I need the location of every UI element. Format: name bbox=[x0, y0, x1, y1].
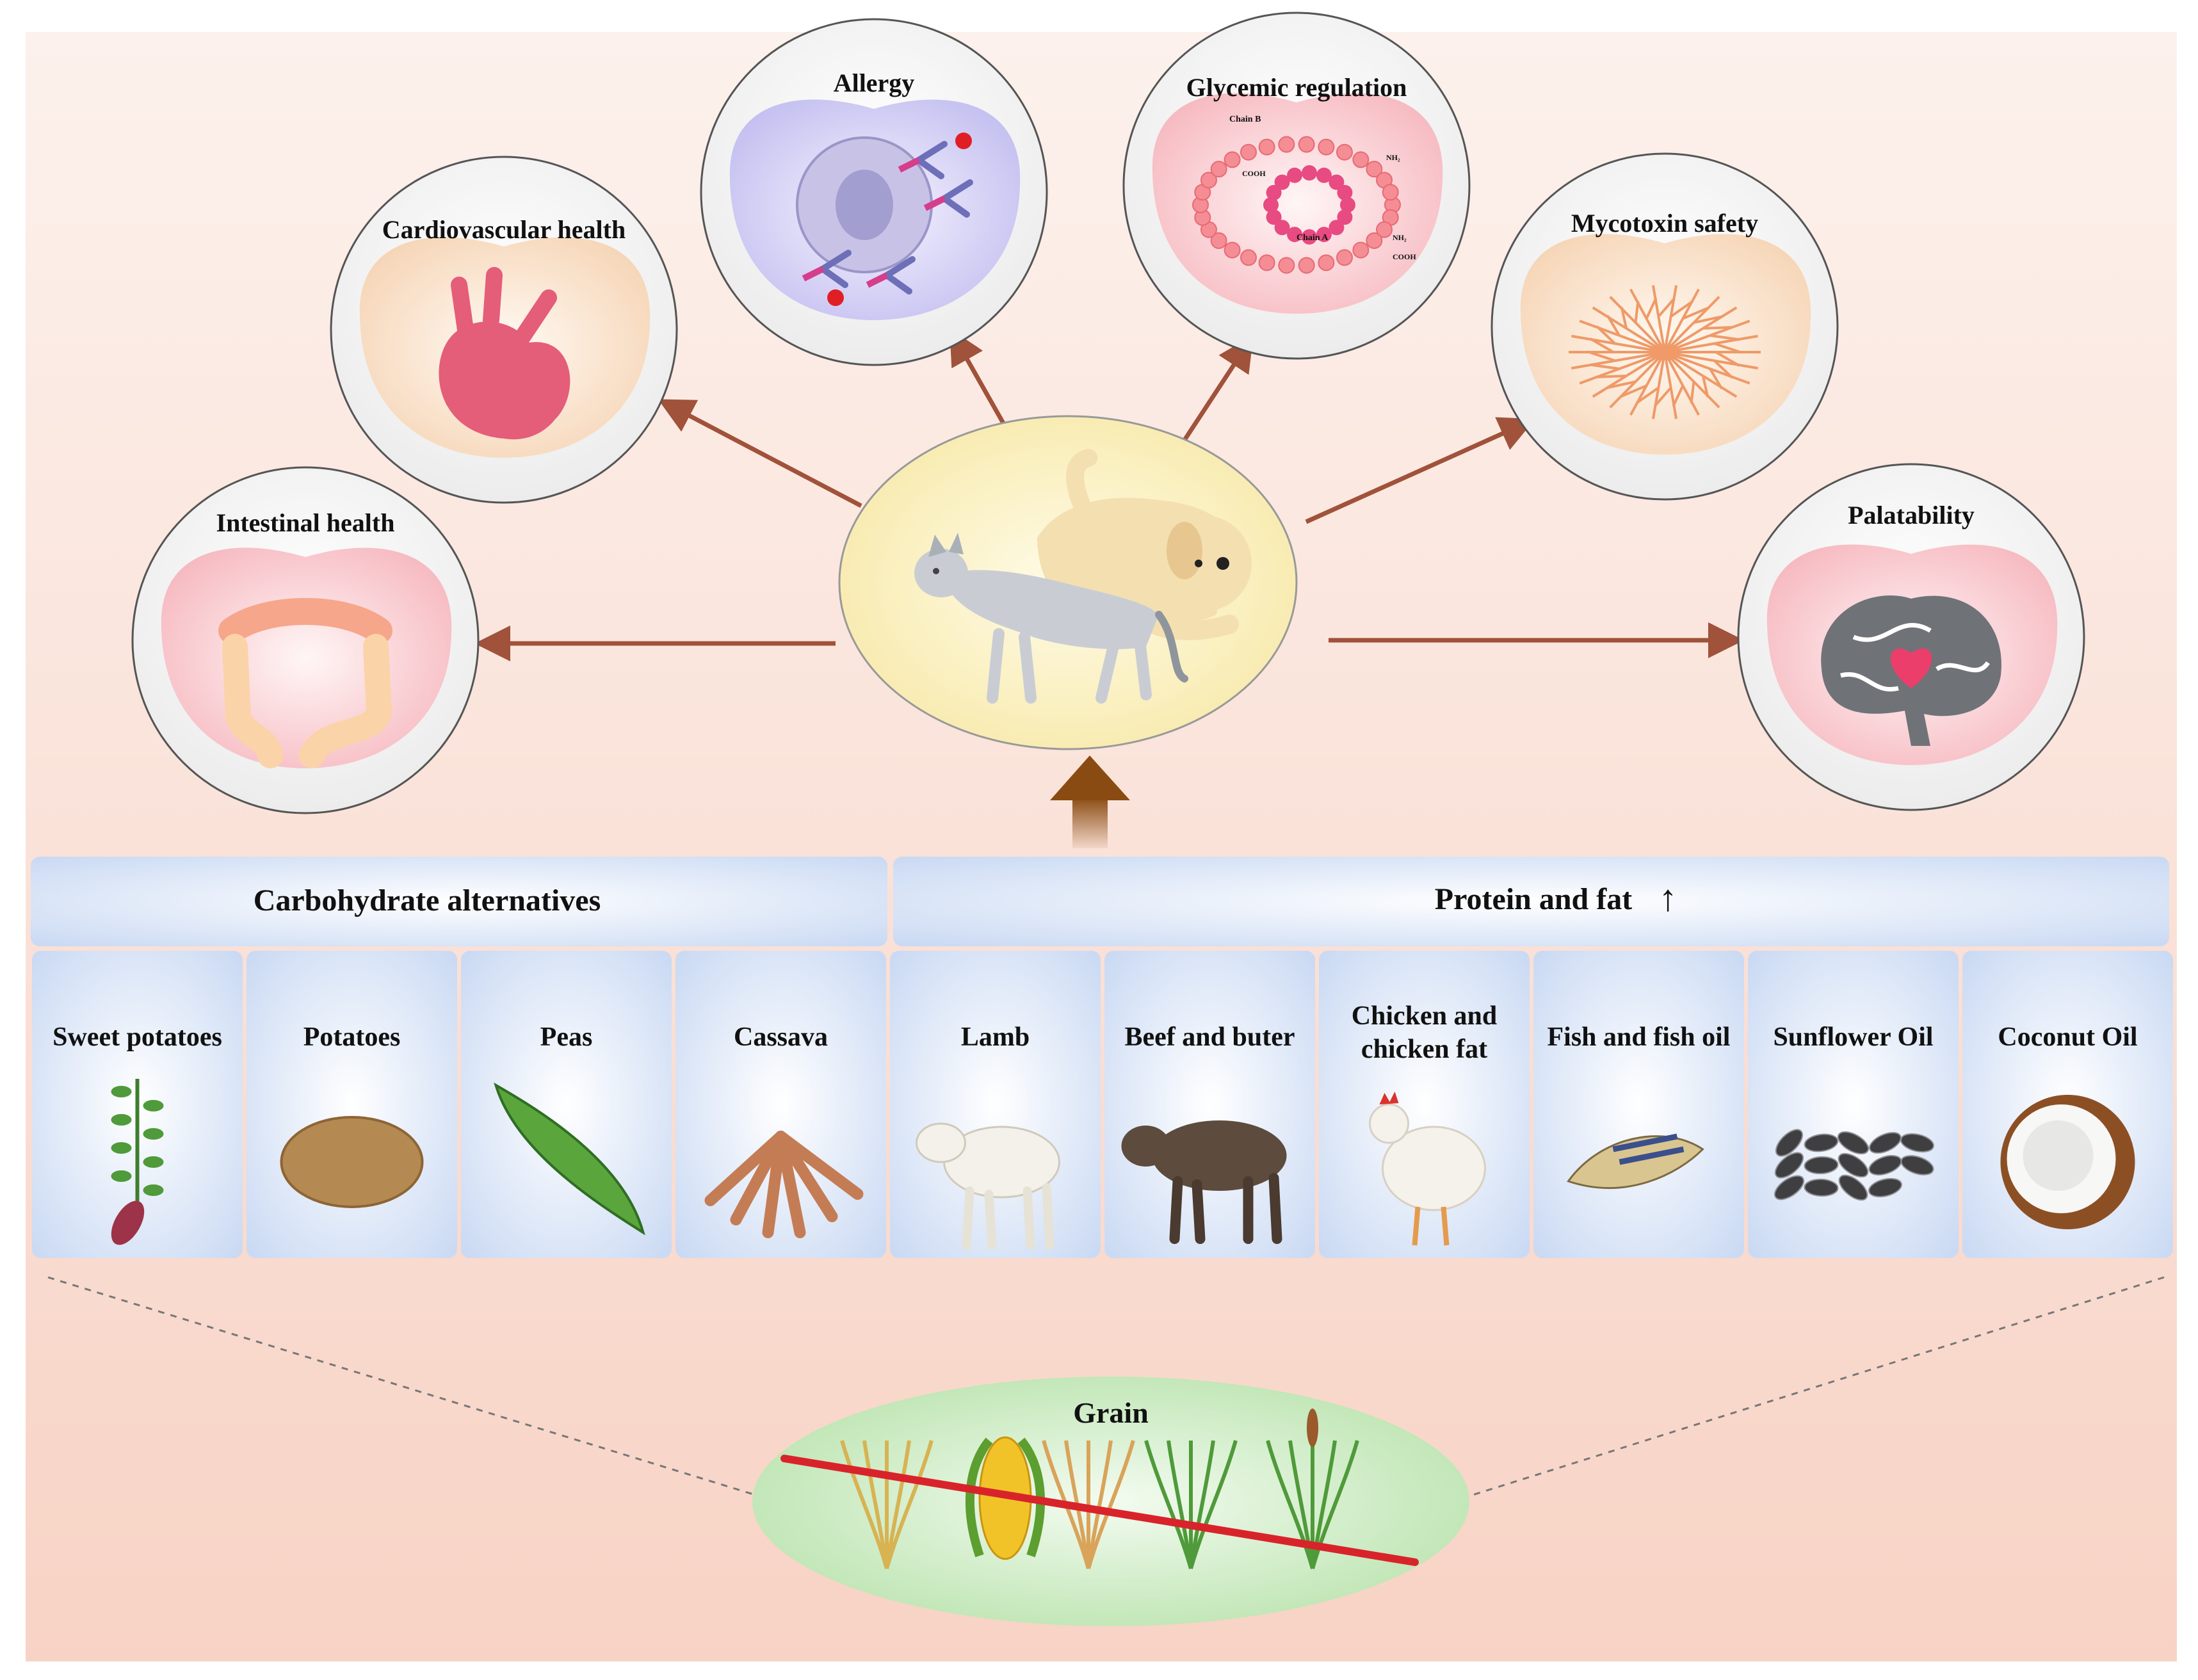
ingredient-card: Coconut Oil bbox=[1962, 951, 2173, 1258]
brain-heart-icon bbox=[1821, 595, 2001, 746]
ingredient-card: Potatoes bbox=[246, 951, 457, 1258]
rice-icon bbox=[840, 1440, 933, 1569]
carbohydrate-title: Carbohydrate alternatives bbox=[254, 884, 601, 917]
lamb-icon bbox=[916, 1122, 1060, 1250]
fish-icon bbox=[1567, 1133, 1704, 1189]
sunflower-seeds-icon bbox=[1774, 1129, 1935, 1201]
dotted-line-right bbox=[1472, 1276, 2165, 1496]
increase-arrow: ↑ bbox=[1659, 877, 1677, 919]
intestinal-label: Intestinal health bbox=[216, 508, 395, 537]
center-pets bbox=[838, 415, 1298, 750]
chicken-icon bbox=[1369, 1092, 1486, 1246]
ingredient-label: Lamb bbox=[961, 1022, 1030, 1052]
ingredient-label: Fish and fish oil bbox=[1547, 1022, 1731, 1052]
arrow-to-cardio bbox=[658, 399, 862, 508]
health-outcomes: Intestinal health Cardiovascular health Al… bbox=[131, 12, 2085, 814]
ingredient-card: Beef and buter bbox=[1104, 951, 1315, 1258]
ingredient-card: Chicken and chicken fat bbox=[1319, 951, 1530, 1258]
grain-label: Grain bbox=[1073, 1396, 1149, 1429]
outcome-intestinal: Intestinal health bbox=[131, 466, 480, 814]
cardio-label: Cardiovascular health bbox=[382, 215, 626, 244]
protein-header bbox=[893, 857, 2169, 946]
ingredient-card: Cassava bbox=[675, 951, 886, 1258]
ingredient-label: Beef and buter bbox=[1125, 1022, 1295, 1052]
ingredient-label: Cassava bbox=[734, 1022, 828, 1052]
ingredient-label: Chicken and bbox=[1352, 1001, 1498, 1031]
svg-text:NH₂: NH₂ bbox=[1386, 153, 1400, 162]
ingredient-label: Peas bbox=[540, 1022, 593, 1052]
ingredient-card: Fish and fish oil bbox=[1533, 951, 1744, 1258]
ingredient-label: chicken fat bbox=[1361, 1035, 1487, 1064]
mycotoxin-label: Mycotoxin safety bbox=[1571, 209, 1758, 238]
svg-text:COOH: COOH bbox=[1393, 252, 1416, 261]
glycemic-label: Glycemic regulation bbox=[1186, 73, 1407, 102]
potato-icon bbox=[280, 1116, 424, 1208]
arrow-to-mycotoxin bbox=[1305, 417, 1535, 524]
ingredient-panels: Sweet potatoes Potatoes Peas Cassava Lamb Bee… bbox=[32, 951, 2173, 1258]
outcome-palatability: Palatability bbox=[1737, 463, 2085, 811]
protein-title: Protein and fat bbox=[1435, 882, 1632, 916]
insulin-chain-icon: Chain B Chain A COOH NH₂ NH₂ COOH bbox=[1192, 115, 1416, 274]
mold-hyphae-icon bbox=[1569, 285, 1761, 419]
arrow-to-allergy bbox=[950, 328, 1011, 433]
sweet-potato-plant-icon bbox=[111, 1079, 164, 1245]
category-headers: Carbohydrate alternatives Protein and fa… bbox=[31, 857, 2169, 946]
outcome-cardio: Cardiovascular health bbox=[330, 156, 678, 504]
ingredient-label: Coconut Oil bbox=[1998, 1022, 2137, 1052]
grass-grain-icon bbox=[1144, 1440, 1238, 1569]
cat-and-dog-icon bbox=[914, 449, 1252, 704]
cassava-root-icon bbox=[704, 1131, 864, 1238]
heart-organ-icon bbox=[439, 267, 570, 440]
palatability-label: Palatability bbox=[1848, 501, 1975, 529]
ingredient-card: Lamb bbox=[890, 951, 1101, 1258]
antibody-cell-icon bbox=[796, 133, 973, 306]
up-arrow bbox=[1050, 755, 1130, 848]
allergy-label: Allergy bbox=[834, 69, 915, 97]
outcome-mycotoxin: Mycotoxin safety bbox=[1491, 152, 1839, 501]
strike-line bbox=[780, 1455, 1419, 1566]
outcome-arrows bbox=[474, 328, 1744, 661]
arrow-to-glycemic bbox=[1179, 335, 1254, 446]
ingredient-label: Sweet potatoes bbox=[53, 1022, 222, 1052]
pea-pod-icon bbox=[494, 1082, 645, 1236]
outcome-allergy: Allergy bbox=[700, 18, 1048, 366]
ingredient-card: Sweet potatoes bbox=[32, 951, 243, 1258]
carbohydrate-header bbox=[31, 857, 887, 946]
millet-icon bbox=[1266, 1409, 1359, 1569]
grain-section: Grain bbox=[752, 1377, 1469, 1626]
svg-text:Chain A: Chain A bbox=[1297, 233, 1329, 243]
svg-text:Chain B: Chain B bbox=[1229, 115, 1261, 124]
ingredient-label: Potatoes bbox=[303, 1022, 401, 1052]
ingredient-card: Peas bbox=[461, 951, 672, 1258]
ingredient-card: Sunflower Oil bbox=[1748, 951, 1959, 1258]
bull-icon bbox=[1121, 1120, 1287, 1244]
coconut-icon bbox=[2000, 1095, 2135, 1229]
svg-text:NH₂: NH₂ bbox=[1393, 233, 1407, 242]
svg-text:COOH: COOH bbox=[1242, 169, 1266, 178]
dotted-line-left bbox=[47, 1276, 756, 1496]
intestine-icon bbox=[218, 598, 392, 768]
ingredient-label: Sunflower Oil bbox=[1773, 1022, 1933, 1052]
